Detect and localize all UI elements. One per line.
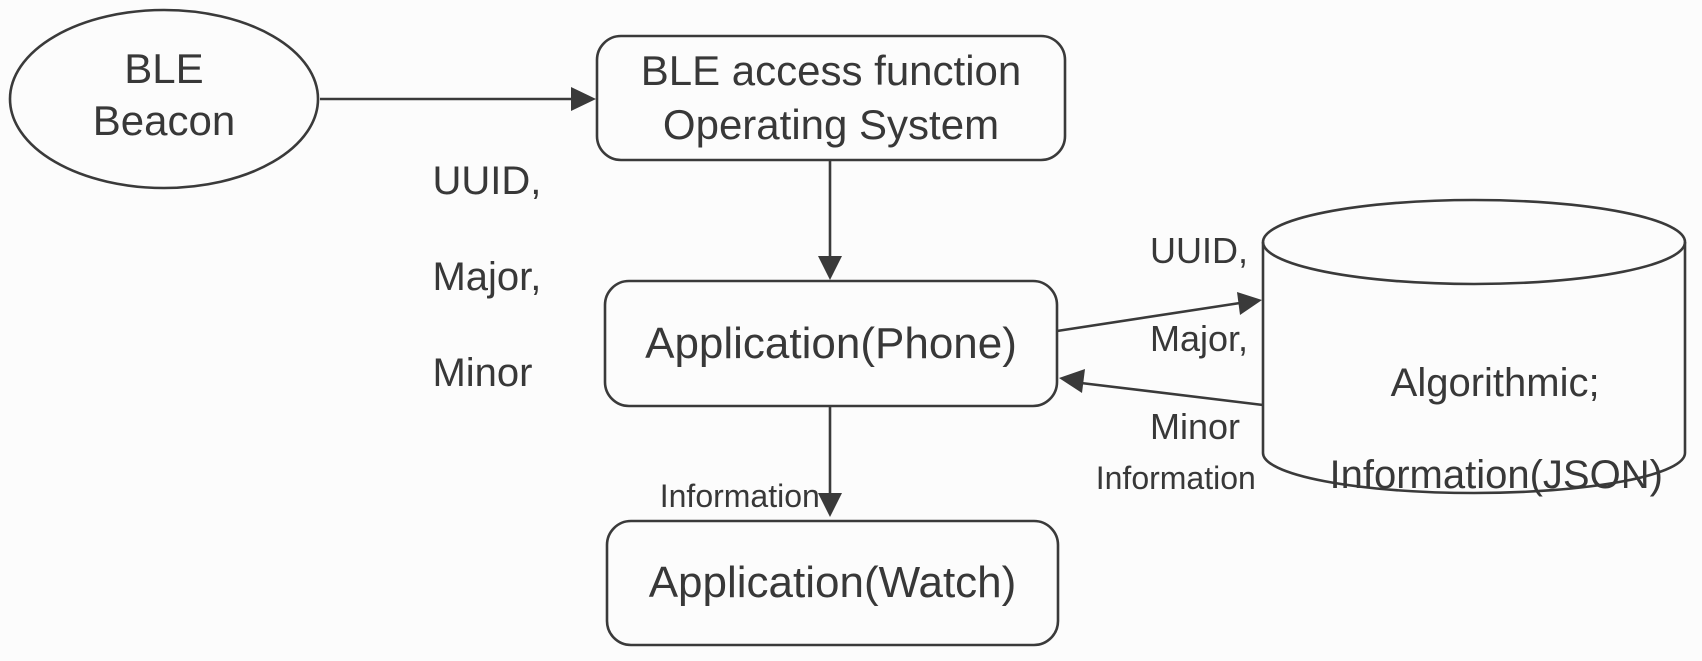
os-label: BLE access function Operating System bbox=[597, 36, 1065, 160]
edge-label-database-to-phone: Information bbox=[1058, 421, 1258, 535]
edge-label-phone-to-watch-text: Information bbox=[659, 478, 820, 514]
edge-label-database-to-phone-text: Information bbox=[1095, 460, 1256, 496]
os-label-line1: BLE access function bbox=[640, 47, 1022, 94]
watch-app-box bbox=[605, 519, 1060, 647]
edge-label-phone-to-database-line2: Major, bbox=[1150, 318, 1249, 359]
ble-beacon-ellipse bbox=[8, 8, 320, 190]
edge-label-beacon-to-os-line3: Minor bbox=[432, 351, 533, 395]
arrow-database-to-phone-line bbox=[1080, 381, 1264, 407]
database-label-line2: Information(JSON) bbox=[1329, 453, 1663, 497]
phone-app-label: Application(Phone) bbox=[605, 281, 1057, 406]
arrow-beacon-to-os-head bbox=[571, 87, 596, 111]
database-cylinder-top bbox=[1261, 198, 1687, 286]
arrow-phone-to-database-line bbox=[1056, 301, 1241, 333]
database-label: Algorithmic; Information(JSON) bbox=[1263, 314, 1685, 544]
database-label-line1: Algorithmic; bbox=[1390, 361, 1600, 405]
os-label-line2: Operating System bbox=[662, 101, 1000, 148]
arrow-database-to-phone-head bbox=[1059, 369, 1085, 393]
watch-app-label: Application(Watch) bbox=[607, 521, 1058, 645]
edge-label-beacon-to-os-line1: UUID, bbox=[432, 159, 542, 203]
ble-beacon-label-line1: BLE bbox=[124, 45, 204, 92]
arrow-phone-to-watch-head bbox=[818, 493, 842, 517]
edge-label-phone-to-database-line3: Minor bbox=[1150, 406, 1241, 447]
phone-app-label-text: Application(Phone) bbox=[645, 318, 1017, 368]
edge-label-beacon-to-os: UUID, Major, Minor bbox=[388, 109, 541, 445]
edge-label-beacon-to-os-line2: Major, bbox=[432, 255, 542, 299]
edge-label-phone-to-database: UUID, Major, Minor bbox=[1110, 185, 1248, 493]
watch-app-label-text: Application(Watch) bbox=[648, 558, 1017, 607]
edge-label-phone-to-database-line1: UUID, bbox=[1150, 230, 1249, 271]
ble-beacon-label-line2: Beacon bbox=[92, 97, 236, 144]
arrow-phone-to-database-head bbox=[1237, 292, 1262, 315]
edge-label-phone-to-watch: Information bbox=[622, 439, 822, 553]
database-cylinder-body bbox=[1261, 242, 1687, 495]
arrow-os-to-phone-head bbox=[818, 256, 842, 280]
ble-beacon-label: BLE Beacon bbox=[14, 43, 314, 147]
